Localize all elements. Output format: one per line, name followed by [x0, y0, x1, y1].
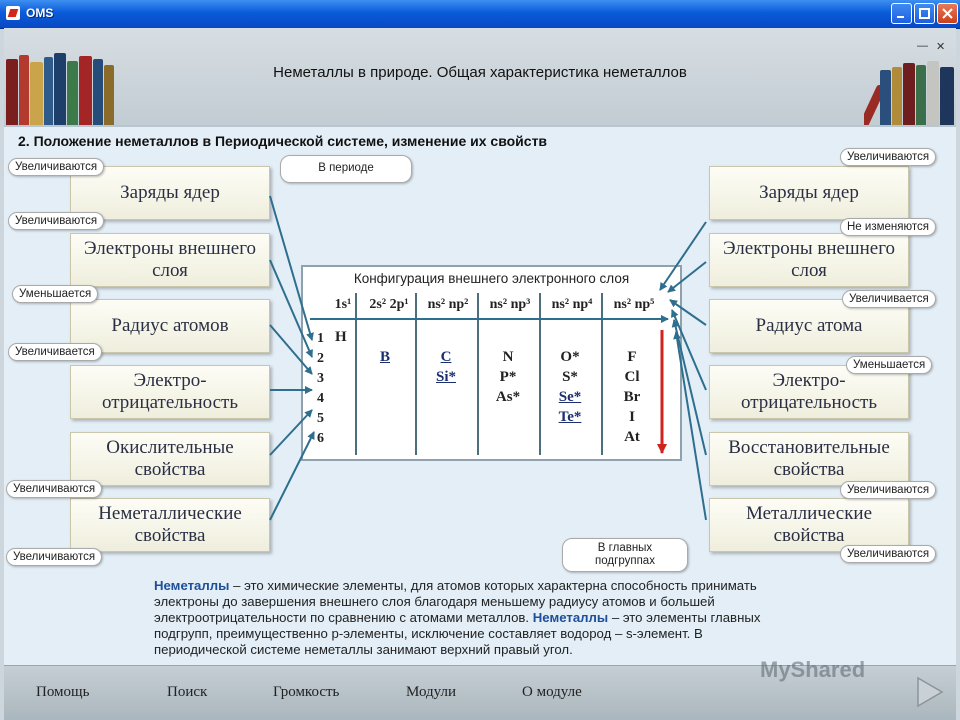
row-number: 1: [317, 331, 324, 346]
right-box-nuclear-charge: Заряды ядер: [709, 166, 909, 220]
left-box-electronegativity: Электро-отрицательность: [70, 365, 270, 419]
inner-close-button[interactable]: ✕: [936, 41, 946, 53]
trend-callout: Не изменяются: [840, 218, 936, 236]
watermark-logo: MyShared: [760, 657, 866, 682]
element-cell: F: [627, 349, 637, 365]
trend-callout: Увеличиваются: [840, 545, 937, 563]
row-number: 4: [317, 391, 324, 406]
window-titlebar: OMS: [0, 0, 960, 29]
element-cell: N: [502, 349, 514, 365]
content-panel: 2. Положение неметаллов в Периодической …: [4, 125, 956, 665]
element-cell: As*: [495, 389, 521, 405]
col-header: ns² np²: [427, 297, 469, 312]
col-divider: [415, 293, 417, 455]
left-box-nuclear-charge: Заряды ядер: [70, 166, 270, 220]
element-cell: Br: [623, 389, 641, 405]
col-header: 1s¹: [334, 297, 352, 312]
element-cell: B: [379, 349, 390, 365]
right-box-reducing: Восстановительные свойства: [709, 432, 909, 486]
page-title: Неметаллы в природе. Общая характеристик…: [273, 64, 687, 81]
row-number: 6: [317, 431, 324, 446]
element-cell: P*: [499, 369, 517, 385]
row-number: 2: [317, 351, 324, 366]
nav-volume[interactable]: Громкость: [273, 684, 340, 700]
close-button[interactable]: [937, 3, 958, 24]
trend-callout: Увеличивается: [842, 290, 936, 308]
nav-search[interactable]: Поиск: [167, 684, 208, 700]
col-divider: [539, 293, 541, 455]
maximize-button[interactable]: [914, 3, 935, 24]
row-number: 3: [317, 371, 324, 386]
definition-text: Неметаллы – это химические элементы, для…: [154, 578, 794, 658]
col-divider: [355, 293, 357, 455]
trend-callout: Увеличиваются: [840, 481, 937, 499]
definition-part: – это химические элементы, для атомов ко…: [154, 578, 757, 625]
minimize-icon: [897, 16, 904, 18]
config-table-title: Конфигурация внешнего электронного слоя: [353, 271, 630, 286]
nav-help[interactable]: Помощь: [36, 684, 90, 700]
element-cell: S*: [562, 369, 578, 385]
trend-callout: Уменьшается: [846, 356, 933, 374]
element-cell: H: [335, 329, 347, 345]
section-title: 2. Положение неметаллов в Периодической …: [18, 133, 548, 149]
left-box-atomic-radius: Радиус атомов: [70, 299, 270, 353]
element-cell: Te*: [558, 409, 582, 425]
nav-about[interactable]: О модуле: [522, 684, 582, 700]
period-callout: В периоде: [280, 155, 412, 183]
left-box-nonmetallic: Неметаллические свойства: [70, 498, 270, 552]
col-divider: [601, 293, 603, 455]
inner-minimize-button[interactable]: —: [917, 40, 928, 52]
element-cell: Cl: [624, 369, 640, 385]
next-arrow-button[interactable]: [914, 676, 946, 708]
col-header: ns² np⁴: [551, 297, 593, 312]
element-cell: I: [629, 409, 635, 425]
element-cell: C: [440, 349, 452, 365]
right-box-atomic-radius: Радиус атома: [709, 299, 909, 353]
close-icon: [942, 8, 953, 19]
left-box-oxidizing: Окислительные свойства: [70, 432, 270, 486]
trend-callout: Уменьшается: [12, 285, 99, 303]
row-number: 5: [317, 411, 324, 426]
element-cell: At: [624, 429, 640, 445]
window-title: OMS: [26, 6, 54, 20]
right-box-metallic: Металлические свойства: [709, 498, 909, 552]
trend-callout: Увеличиваются: [6, 480, 103, 498]
definition-keyword: Неметаллы: [154, 578, 230, 593]
trend-callout: Увеличиваются: [8, 158, 105, 176]
col-header: ns² np³: [489, 297, 531, 312]
groups-callout: В главных подгруппах: [562, 538, 688, 572]
app-logo-icon: [6, 6, 20, 20]
minimize-button[interactable]: [891, 3, 912, 24]
bookshelf-right-image: [864, 50, 956, 125]
next-arrow-icon: [917, 676, 944, 708]
col-divider: [477, 293, 479, 455]
trend-callout: Увеличивается: [8, 343, 102, 361]
bottom-nav: Помощь Поиск Громкость Модули О модуле: [4, 665, 956, 720]
col-header: 2s² 2p¹: [369, 297, 409, 312]
definition-keyword: Неметаллы: [532, 610, 609, 625]
right-box-outer-electrons: Электроны внешнего слоя: [709, 233, 909, 287]
element-cell: Se*: [558, 389, 582, 405]
element-cell: O*: [560, 349, 580, 365]
trend-callout: Увеличиваются: [8, 212, 105, 230]
maximize-icon: [919, 8, 930, 19]
right-box-electronegativity: Электро-отрицательность: [709, 365, 909, 419]
trend-callout: Увеличиваются: [6, 548, 103, 566]
module-header: Неметаллы в природе. Общая характеристик…: [4, 28, 956, 125]
bookshelf-left-image: [4, 50, 114, 125]
left-box-outer-electrons: Электроны внешнего слоя: [70, 233, 270, 287]
nav-modules[interactable]: Модули: [406, 684, 457, 700]
col-header: ns² np⁵: [613, 297, 655, 312]
definition-part: – это элементы главных подгрупп, преимущ…: [154, 610, 761, 657]
element-cell: Si*: [435, 369, 456, 385]
config-table: Конфигурация внешнего электронного слоя …: [301, 265, 682, 461]
trend-callout: Увеличиваются: [840, 148, 937, 166]
